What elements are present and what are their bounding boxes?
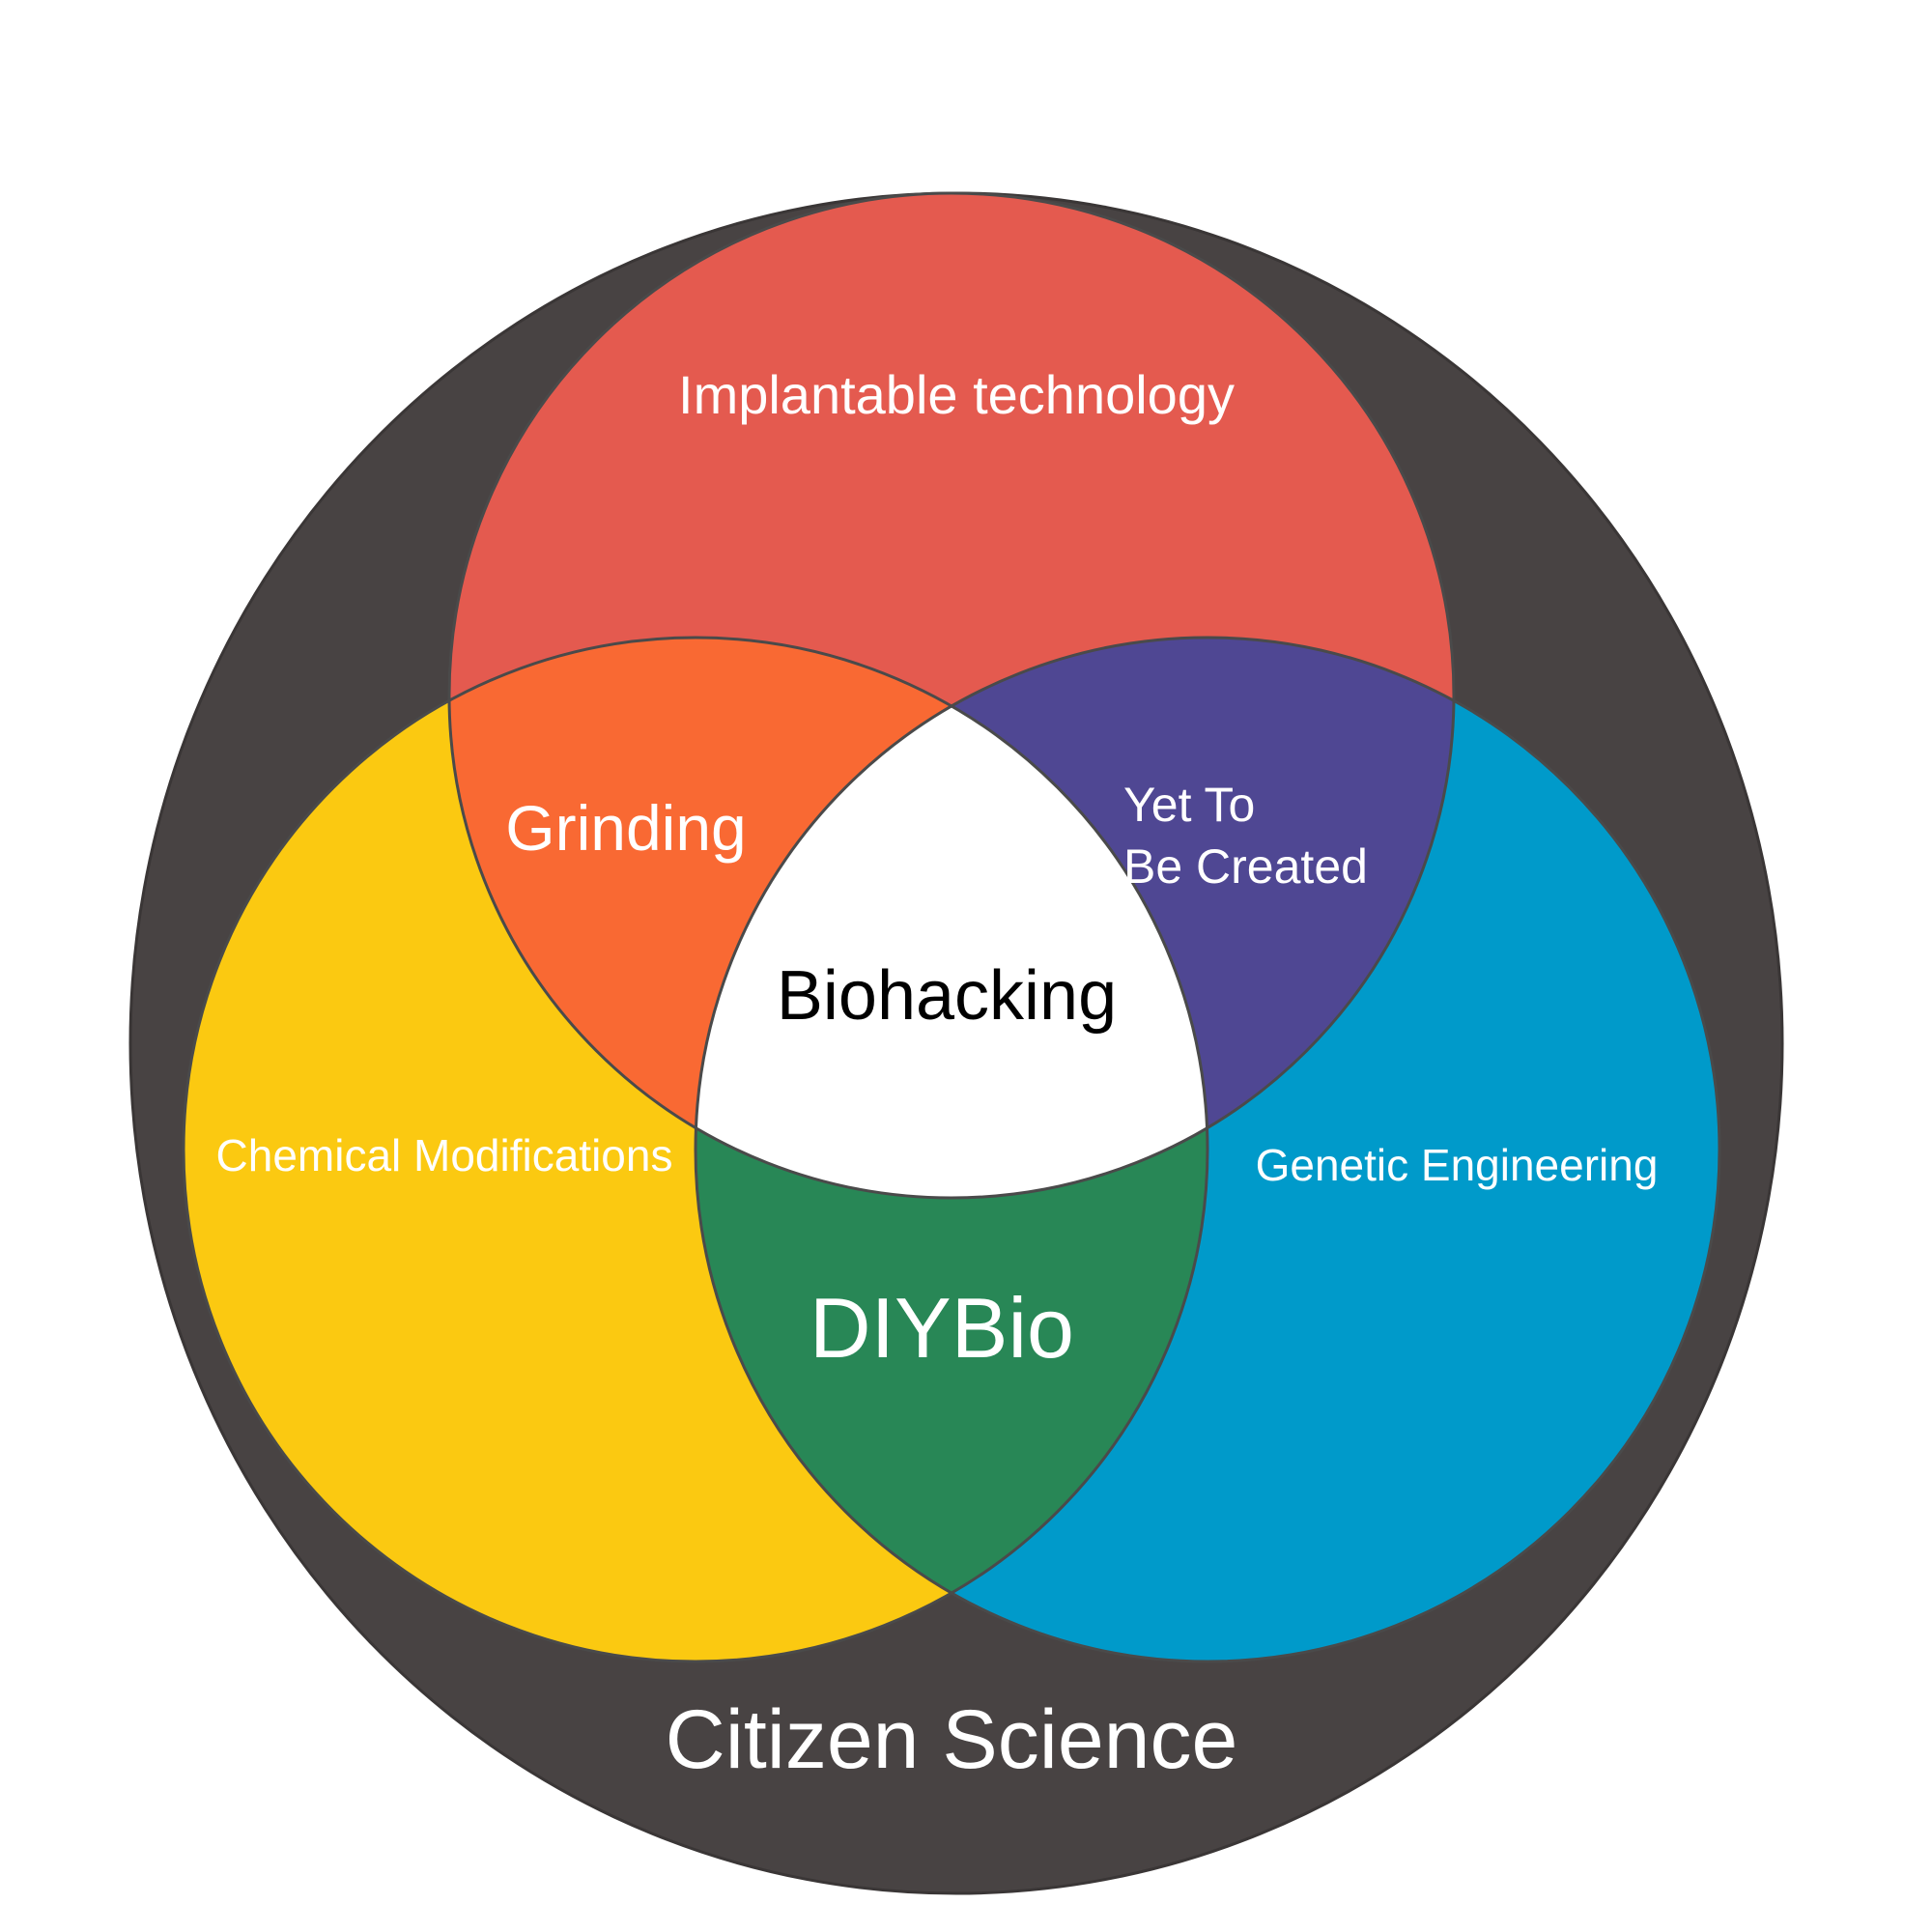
circle-outlines (182, 191, 1721, 1663)
biohacking-label: Biohacking (777, 957, 1117, 1035)
grinding-label: Grinding (505, 792, 746, 864)
chemical-modifications-label: Chemical Modifications (216, 1130, 673, 1180)
genetic-engineering-label: Genetic Engineering (1256, 1140, 1659, 1190)
diybio-label: DIYBio (810, 1280, 1074, 1376)
citizen-science-label: Citizen Science (666, 1693, 1238, 1786)
be-created-label: Be Created (1123, 839, 1368, 894)
implantable-technology-label: Implantable technology (678, 364, 1235, 425)
biohacking-region (696, 638, 1208, 1198)
yet-to-label: Yet To (1123, 778, 1255, 832)
